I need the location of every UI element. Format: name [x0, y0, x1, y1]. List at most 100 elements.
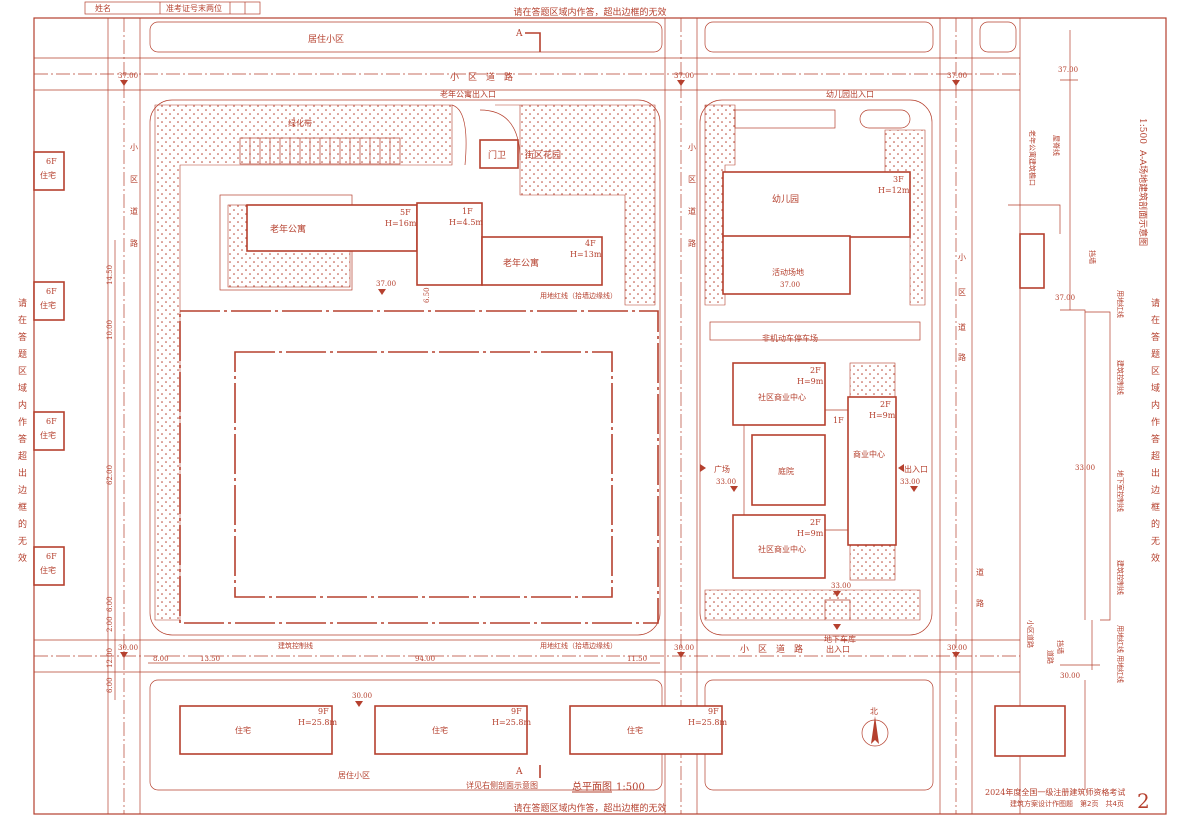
elderly-apt-1-floors: 5F [400, 208, 411, 217]
west-residence-4: 住宅 [40, 565, 56, 575]
steps [239, 137, 401, 165]
road-mid: 小 [688, 143, 696, 152]
svg-text:题: 题 [1151, 349, 1160, 360]
elderly-apartment-2 [481, 236, 603, 286]
residence-3-height: H=25.8m [688, 718, 727, 727]
road-right: 小 [958, 253, 966, 262]
residence-1-floors: 9F [318, 707, 329, 716]
setback-zone [234, 351, 613, 598]
plaza-elev: 33.00 [716, 478, 736, 486]
street-garden-label: 街区花园 [525, 149, 561, 161]
redline-bottom-label: 用地红线（拾墙边缘线） [540, 641, 617, 650]
svg-text:在: 在 [1151, 314, 1160, 326]
see-section-note: 详见右侧剖面示意图 [466, 780, 538, 790]
elev-30-a: 30.00 [118, 644, 138, 652]
road-network [34, 18, 1020, 814]
cc-1-height: H=9m [797, 377, 824, 386]
commercial-height: H=9m [869, 411, 896, 420]
section-scale: 1:500 [1137, 118, 1147, 144]
west-floors-2: 6F [46, 287, 57, 296]
elev-30-bottom: 30.00 [352, 692, 372, 700]
section-mark-top: A [515, 29, 523, 39]
svg-text:作: 作 [1151, 416, 1160, 428]
dim-1000: 10.00 [106, 320, 114, 340]
name-label: 姓名 [95, 3, 111, 13]
section-title: A-A场地建筑剖面示意图 [1137, 150, 1149, 246]
dim-9400: 94.00 [415, 655, 435, 663]
section-elev-30: 30.00 [1060, 672, 1080, 680]
svg-text:题: 题 [18, 349, 27, 360]
exam-title: 2024年度全国一级注册建筑师资格考试 [985, 787, 1125, 797]
sheet-info: 建筑方案设计作图题 第2页 共4页 [1010, 799, 1124, 808]
section-underground-setback: 地下室控制线 [1116, 470, 1125, 512]
west-floors-3: 6F [46, 417, 57, 426]
road-top-label: 小 区 道 路 [450, 71, 513, 83]
svg-text:域: 域 [18, 382, 27, 394]
svg-text:答: 答 [18, 433, 27, 445]
residence-2-height: H=25.8m [492, 718, 531, 727]
redline-top-label: 用地红线（拾墙边缘线） [540, 291, 617, 300]
elderly-apt-2-height: H=13m [570, 250, 602, 259]
elev-37-c: 37.00 [947, 72, 967, 80]
svg-text:出: 出 [18, 467, 27, 479]
page-number: 2 [1137, 789, 1150, 813]
svg-text:效: 效 [1151, 552, 1160, 564]
svg-text:的: 的 [18, 518, 27, 530]
dim-1350: 13.50 [200, 655, 220, 663]
top-notice: 请在答题区域内作答，超出边框的无效 [513, 6, 666, 18]
section-drawing [994, 18, 1111, 814]
west-residence-1: 住宅 [40, 170, 56, 180]
section-elev-37: 37.00 [1058, 66, 1078, 74]
svg-text:域: 域 [1151, 382, 1160, 394]
dim-1450: 14.50 [106, 265, 114, 285]
residence-1-label: 住宅 [235, 725, 251, 735]
section-redline: 用地红线 [1116, 290, 1125, 318]
svg-text:路: 路 [976, 598, 984, 608]
gate-room-label: 门卫 [488, 149, 506, 161]
section-redline-2: 用地红线 [1116, 625, 1125, 653]
section-roof-line: 屋脊线 [1052, 135, 1061, 156]
elderly-entrance: 老年公寓出入口 [440, 89, 496, 99]
svg-text:区: 区 [130, 175, 138, 184]
dim-600-b: 6.00 [106, 677, 114, 693]
svg-text:框: 框 [1151, 501, 1160, 513]
section-setback-1: 建筑控制线 [1116, 360, 1125, 395]
setback-line-label: 建筑控制线 [278, 641, 313, 650]
dim-200: 2.00 [106, 616, 114, 632]
plan-title: 总平面图 [572, 780, 612, 793]
one-f-label: 1F [833, 416, 844, 425]
svg-text:超: 超 [1151, 450, 1160, 462]
residential-bottom-label: 居住小区 [338, 770, 370, 780]
svg-text:路: 路 [688, 238, 696, 248]
dimension-lines [114, 240, 660, 700]
east-block [699, 99, 933, 636]
dim-1150: 11.50 [627, 655, 647, 663]
svg-text:路: 路 [958, 352, 966, 362]
section-elev-37b: 37.00 [1055, 294, 1075, 302]
exam-id-label: 准考证号末两位 [166, 3, 222, 13]
elev-30-b: 30.00 [674, 644, 694, 652]
residence-2-label: 住宅 [432, 725, 448, 735]
svg-text:答: 答 [1151, 433, 1160, 445]
kindergarten-label: 幼儿园 [772, 193, 799, 205]
redline-zone [179, 310, 659, 624]
community-center-2 [732, 514, 826, 579]
community-center-1 [732, 362, 826, 426]
west-floors-4: 6F [46, 552, 57, 561]
residence-1 [179, 705, 333, 755]
play-area-label: 活动场地 [772, 267, 804, 277]
cc-2-label: 社区商业中心 [758, 544, 806, 554]
svg-text:作: 作 [18, 416, 27, 428]
elderly-apt-1-label: 老年公寓 [270, 223, 306, 235]
cc-2-floors: 2F [810, 518, 821, 527]
svg-text:超: 超 [18, 450, 27, 462]
plan-scale: 1:500 [616, 782, 645, 793]
kindergarten-height: H=12m [878, 186, 910, 195]
residential-top-label: 居住小区 [308, 33, 344, 45]
elev-37-west: 37.00 [376, 280, 396, 288]
elderly-apt-2-label: 老年公寓 [503, 257, 539, 269]
kindergarten [722, 171, 911, 238]
svg-text:区: 区 [958, 288, 966, 297]
svg-text:道: 道 [976, 567, 984, 577]
